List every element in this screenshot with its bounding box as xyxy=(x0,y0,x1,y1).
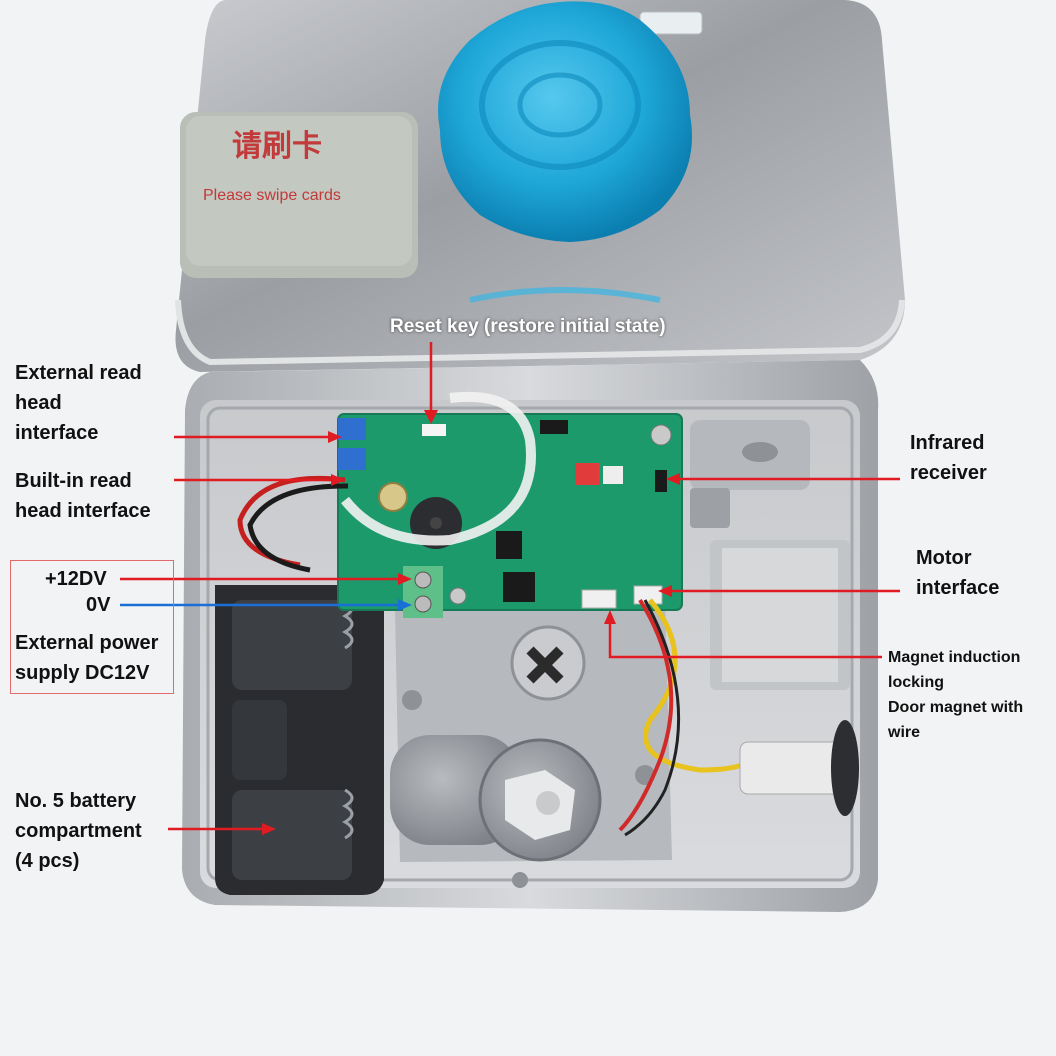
label-line: receiver xyxy=(910,462,987,484)
label-battery: No. 5 battery compartment (4 pcs) xyxy=(15,786,142,876)
label-line: External read xyxy=(15,362,142,384)
label-infrared: Infrared receiver xyxy=(910,428,987,488)
label-external-power: External power supply DC12V xyxy=(15,628,158,688)
label-line: supply DC12V xyxy=(15,662,150,684)
label-plus-12dv: +12DV xyxy=(45,568,107,590)
label-motor: Motor interface xyxy=(916,543,999,603)
label-magnet: Magnet induction locking Door magnet wit… xyxy=(888,645,1023,745)
label-line: Infrared xyxy=(910,432,985,454)
label-line: Magnet induction xyxy=(888,649,1021,666)
label-line: External power xyxy=(15,632,159,654)
card-panel-text: Please swipe cards xyxy=(203,187,341,204)
label-line: (4 pcs) xyxy=(15,850,80,872)
label-line: locking xyxy=(888,674,945,691)
label-line: wire xyxy=(888,724,921,741)
label-line: head interface xyxy=(15,500,151,522)
label-external-read-head: External read head interface xyxy=(15,358,142,448)
label-line: interface xyxy=(15,422,99,444)
label-line: compartment xyxy=(15,820,142,842)
label-line: interface xyxy=(916,577,1000,599)
label-line: head xyxy=(15,392,62,414)
label-line: Built-in read xyxy=(15,470,132,492)
label-builtin-read-head: Built-in read head interface xyxy=(15,466,151,526)
label-line: No. 5 battery xyxy=(15,790,137,812)
card-panel-hanzi: 请刷卡 xyxy=(232,129,322,164)
power-label-frame xyxy=(10,560,174,694)
label-line: Door magnet with xyxy=(888,699,1024,716)
label-line: Motor xyxy=(916,547,972,569)
label-0v: 0V xyxy=(86,594,111,616)
label-reset-key: Reset key (restore initial state) xyxy=(390,316,666,337)
